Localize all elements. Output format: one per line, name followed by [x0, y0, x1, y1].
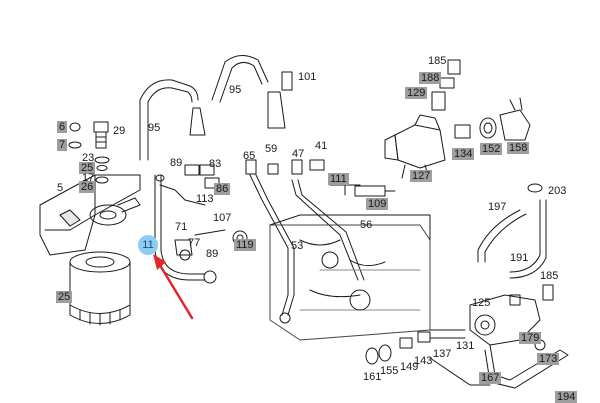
part-label-65: 65 — [243, 150, 256, 162]
part-label-109: 109 — [366, 198, 389, 210]
part-label-111: 111 — [328, 173, 349, 185]
part-label-7: 7 — [57, 139, 68, 151]
part-label-125: 125 — [472, 297, 491, 309]
part-label-83: 83 — [209, 158, 222, 170]
shutoff-valve-assembly — [384, 59, 531, 179]
part-label-203: 203 — [548, 185, 567, 197]
part-label-185-lower: 185 — [540, 270, 559, 282]
part-label-113: 113 — [196, 193, 214, 205]
leak-off-hoses-part — [477, 183, 547, 279]
part-label-152: 152 — [480, 143, 503, 155]
return-hoses-part — [139, 55, 293, 161]
part-label-59: 59 — [265, 143, 278, 155]
part-label-149: 149 — [400, 361, 419, 373]
part-label-129: 129 — [405, 87, 428, 99]
part-label-25-small: 25 — [79, 162, 96, 174]
part-label-86: 86 — [214, 183, 231, 195]
part-label-95-left: 95 — [148, 122, 161, 134]
part-label-188: 188 — [419, 72, 442, 84]
part-label-29: 29 — [113, 125, 126, 137]
part-label-137: 137 — [433, 348, 452, 360]
part-label-5: 5 — [57, 182, 64, 194]
part-label-56: 56 — [360, 219, 373, 231]
part-label-119: 119 — [234, 239, 256, 251]
part-label-155: 155 — [380, 365, 399, 377]
part-label-107: 107 — [213, 212, 232, 224]
pointer-arrow — [153, 254, 194, 320]
part-label-127: 127 — [410, 170, 433, 182]
part-label-185: 185 — [428, 55, 447, 67]
part-label-191: 191 — [510, 252, 529, 264]
part-label-25: 25 — [56, 291, 73, 303]
part-label-131: 131 — [456, 340, 475, 352]
banjo-fittings-part — [155, 164, 220, 206]
part-label-167: 167 — [479, 372, 502, 384]
fuel-line-part — [154, 174, 248, 284]
part-label-95-upper: 95 — [229, 84, 242, 96]
part-label-53: 53 — [291, 240, 304, 252]
part-label-134: 134 — [452, 148, 475, 160]
part-label-47: 47 — [292, 148, 305, 160]
filter-cartridge-part — [69, 251, 131, 326]
part-label-71: 71 — [175, 221, 188, 233]
part-label-23: 23 — [82, 152, 95, 164]
part-label-6: 6 — [57, 121, 68, 133]
part-label-194: 194 — [555, 391, 578, 403]
part-label-89-lower: 89 — [206, 248, 219, 260]
left-small-parts — [68, 121, 110, 184]
part-label-161: 161 — [363, 371, 382, 383]
part-label-143: 143 — [414, 355, 433, 367]
highlighted-callout-11[interactable]: 11 — [138, 235, 158, 255]
part-label-41: 41 — [315, 140, 328, 152]
part-label-158: 158 — [507, 142, 530, 154]
part-label-89-upper: 89 — [170, 157, 183, 169]
part-label-173: 173 — [537, 353, 560, 365]
part-label-179: 179 — [519, 332, 542, 344]
part-label-197: 197 — [488, 201, 507, 213]
part-label-26: 26 — [79, 181, 96, 193]
part-label-77: 77 — [188, 237, 201, 249]
part-label-101: 101 — [298, 71, 317, 83]
